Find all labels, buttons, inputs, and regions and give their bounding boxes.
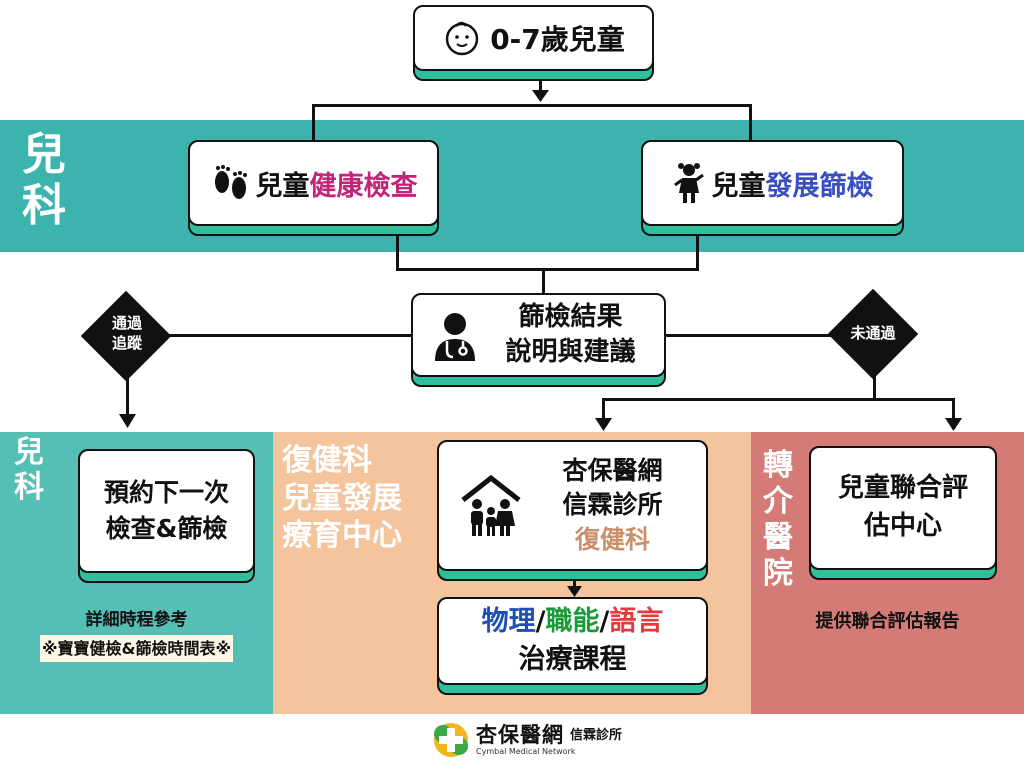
left-col-label: 兒 科 xyxy=(14,435,44,505)
family-house-icon xyxy=(457,474,525,538)
connector xyxy=(150,334,412,337)
referral-label-line2: 介 xyxy=(763,484,793,519)
screening-result-line1: 篩檢結果 xyxy=(518,301,623,332)
next-appointment-box: 預約下一次 檢查&篩檢 xyxy=(78,449,255,573)
therapy-box: 物理/職能/語言 治療課程 xyxy=(437,597,708,685)
footer-english: Cymbal Medical Network xyxy=(476,747,576,756)
footer-clinic: 信霖診所 xyxy=(570,728,623,743)
clinic-line1: 杏保醫網 xyxy=(562,455,663,485)
pass-diamond-line1: 通過 xyxy=(111,314,142,332)
connector xyxy=(602,398,955,401)
therapy-ot: 職能 xyxy=(545,606,600,638)
doctor-icon xyxy=(431,311,479,363)
connector xyxy=(602,398,605,420)
left-col-label-line2: 科 xyxy=(14,469,44,505)
pass-diamond-line2: 追蹤 xyxy=(111,334,142,353)
connector xyxy=(873,370,876,400)
schedule-note-link[interactable]: ※寶寶健檢&篩檢時間表※ xyxy=(39,634,234,663)
clinic-line3: 復健科 xyxy=(574,524,650,554)
joint-assessment-line1: 兒童聯合評 xyxy=(837,473,968,504)
baby-face-icon xyxy=(442,18,482,58)
schedule-note: 詳細時程參考 ※寶寶健檢&篩檢時間表※ xyxy=(0,606,273,664)
pass-diamond-label: 通過 追蹤 xyxy=(96,313,158,354)
therapy-pt: 物理 xyxy=(481,606,536,638)
rehab-center-label: 復健科 兒童發展 療育中心 xyxy=(282,442,402,555)
health-check-prefix: 兒童 xyxy=(255,170,310,202)
connector xyxy=(542,268,545,294)
connector xyxy=(126,370,129,416)
fail-diamond-label: 未通過 xyxy=(850,324,896,342)
dev-screening-box: 兒童發展篩檢 xyxy=(641,140,904,226)
arrow-head xyxy=(595,418,612,431)
referral-label-line4: 院 xyxy=(763,556,793,591)
connector xyxy=(573,578,576,588)
arrow-head xyxy=(945,418,962,431)
referral-hospital-label: 轉 介 醫 院 xyxy=(763,448,793,592)
pediatrics-band-label: 兒 科 xyxy=(22,129,66,231)
referral-label-line3: 醫 xyxy=(763,520,793,555)
next-appointment-line2: 檢查&篩檢 xyxy=(105,514,228,543)
cross-logo-icon xyxy=(432,721,470,759)
connector xyxy=(396,232,399,270)
health-check-box: 兒童健康檢查 xyxy=(188,140,439,226)
therapy-line2: 治療課程 xyxy=(518,644,627,675)
connector xyxy=(312,104,315,142)
connector xyxy=(666,334,846,337)
health-check-highlight: 健康檢查 xyxy=(309,170,418,202)
screening-result-line2: 說明與建議 xyxy=(505,337,636,367)
arrow-head xyxy=(119,414,136,428)
pediatrics-band-label-line2: 科 xyxy=(22,179,66,231)
connector xyxy=(696,232,699,270)
clinic-line2: 信霖診所 xyxy=(562,490,663,520)
joint-assessment-line2: 估中心 xyxy=(863,511,942,541)
connector xyxy=(396,268,699,271)
connector xyxy=(539,72,542,94)
children-age-box: 0-7歲兒童 xyxy=(413,5,654,71)
next-appointment-line1: 預約下一次 xyxy=(103,477,229,507)
rehab-center-label-line3: 療育中心 xyxy=(282,518,402,553)
connector xyxy=(749,104,752,142)
footer-brand: 杏保醫網 xyxy=(476,723,564,747)
arrow-head xyxy=(532,90,549,102)
screening-result-box: 篩檢結果 說明與建議 xyxy=(411,293,666,377)
footer-logo: 杏保醫網 信霖診所 Cymbal Medical Network xyxy=(432,719,662,763)
pediatrics-band-label-line1: 兒 xyxy=(22,129,66,180)
schedule-note-line1: 詳細時程參考 xyxy=(85,610,188,630)
clinic-box: 杏保醫網 信霖診所 復健科 xyxy=(437,440,708,571)
referral-label-line1: 轉 xyxy=(763,448,793,483)
children-age-title: 0-7歲兒童 xyxy=(490,23,625,56)
joint-assessment-box: 兒童聯合評 估中心 xyxy=(809,446,997,570)
therapy-st: 語言 xyxy=(609,606,664,638)
connector xyxy=(952,398,955,420)
therapy-sep: / xyxy=(599,606,610,638)
child-girl-icon xyxy=(672,161,706,205)
dev-screening-prefix: 兒童 xyxy=(711,170,766,202)
left-col-label-line1: 兒 xyxy=(14,435,44,470)
connector xyxy=(312,104,752,107)
arrow-head xyxy=(567,586,582,597)
assessment-report-note: 提供聯合評估報告 xyxy=(815,611,960,632)
rehab-center-label-line2: 兒童發展 xyxy=(282,480,402,516)
rehab-center-label-line1: 復健科 xyxy=(282,443,372,478)
dev-screening-highlight: 發展篩檢 xyxy=(765,170,874,202)
footprints-icon xyxy=(210,164,252,202)
therapy-sep: / xyxy=(535,606,546,638)
